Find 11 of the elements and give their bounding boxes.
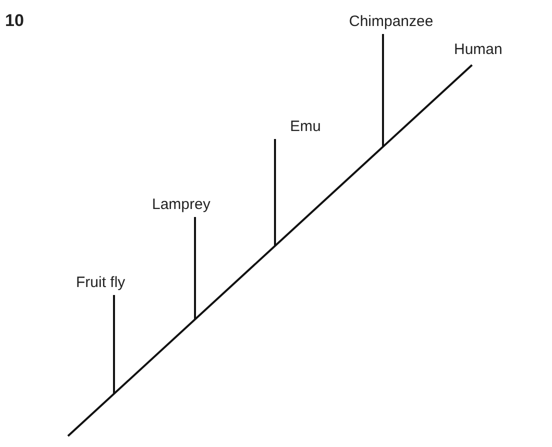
tree-branch (382, 34, 384, 147)
taxon-label: Emu (290, 118, 321, 136)
taxon-label: Fruit fly (76, 274, 126, 292)
question-number: 10 (5, 12, 24, 30)
tree-trunk (67, 64, 473, 437)
taxon-label: Human (454, 41, 502, 59)
taxon-label: Lamprey (152, 196, 210, 214)
tree-branch (274, 139, 276, 246)
taxon-label: Chimpanzee (349, 13, 434, 31)
tree-branch (194, 217, 196, 320)
tree-branch (113, 295, 115, 394)
